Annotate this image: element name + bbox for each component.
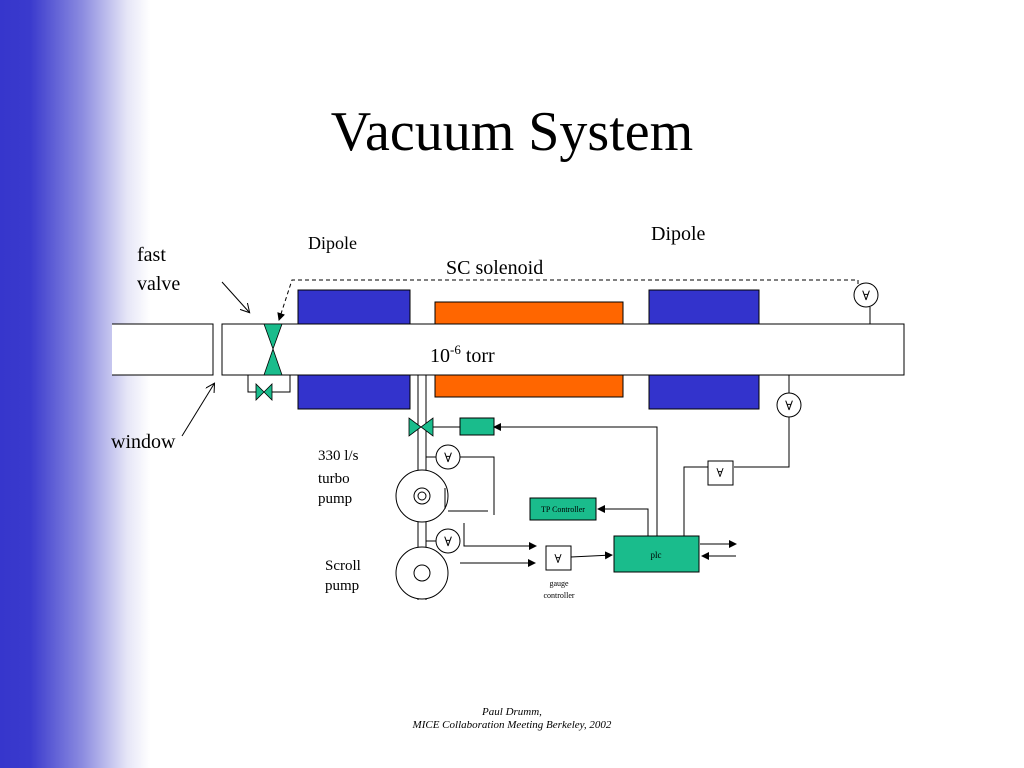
slide-title: Vacuum System <box>330 101 694 163</box>
footer-meeting: MICE Collaboration Meeting Berkeley, 200… <box>412 719 612 731</box>
gauge-scroll-icon <box>435 528 461 554</box>
pressure-label: 10-6 torr <box>430 342 495 367</box>
beam-pipe-main <box>221 323 905 376</box>
fast-valve-icon <box>263 323 283 351</box>
gauge-top-right-icon <box>853 282 879 308</box>
svg-text:∀: ∀ <box>785 398 793 413</box>
slide-footer: Paul Drumm, MICE Collaboration Meeting B… <box>0 706 1024 732</box>
dipole-right-top <box>648 289 760 325</box>
gate-valve-icon <box>408 417 422 437</box>
scroll-pump-label: pump <box>325 578 359 594</box>
valve-actuator-box <box>459 417 495 436</box>
scroll-pump-icon <box>395 546 449 600</box>
svg-text:∀: ∀ <box>716 466 724 480</box>
svg-text:TP Controller: TP Controller <box>541 505 585 514</box>
svg-text:plc: plc <box>651 550 662 560</box>
gauge-controller-box <box>545 545 572 571</box>
dipole-left-top <box>297 289 411 325</box>
dipole-left-bottom <box>297 374 411 410</box>
fast-label: fast <box>137 244 166 266</box>
window-label: window <box>111 431 176 453</box>
tp-controller-box <box>529 497 597 521</box>
turbo-speed-label: 330 l/s <box>318 448 359 464</box>
svg-text:controller: controller <box>543 591 574 600</box>
svg-text:∀: ∀ <box>444 450 452 465</box>
dipole-right-label: Dipole <box>651 223 706 245</box>
turbo-pump-icon <box>395 469 449 523</box>
dipole-left-label: Dipole <box>308 233 357 253</box>
bypass-valve-icon <box>255 383 265 401</box>
svg-text:∀: ∀ <box>444 534 452 549</box>
turbo-pump-label: pump <box>318 491 352 507</box>
svg-text:∀: ∀ <box>862 288 870 303</box>
plc-box <box>613 535 700 573</box>
svg-text:gauge: gauge <box>549 579 569 588</box>
footer-author: Paul Drumm, <box>482 706 542 718</box>
valve-label: valve <box>137 273 180 295</box>
beam-pipe-upstream <box>112 323 214 376</box>
solenoid-top <box>434 301 624 325</box>
fast-valve-signal-line <box>277 279 859 321</box>
dipole-right-bottom <box>648 374 760 410</box>
sidebar-gradient <box>0 0 150 768</box>
scroll-label: Scroll <box>325 558 361 574</box>
gauge-box-icon <box>707 460 734 486</box>
turbo-label: turbo <box>318 471 350 487</box>
solenoid-bottom <box>434 374 624 398</box>
svg-text:∀: ∀ <box>554 552 562 566</box>
sc-solenoid-label: SC solenoid <box>446 257 543 279</box>
